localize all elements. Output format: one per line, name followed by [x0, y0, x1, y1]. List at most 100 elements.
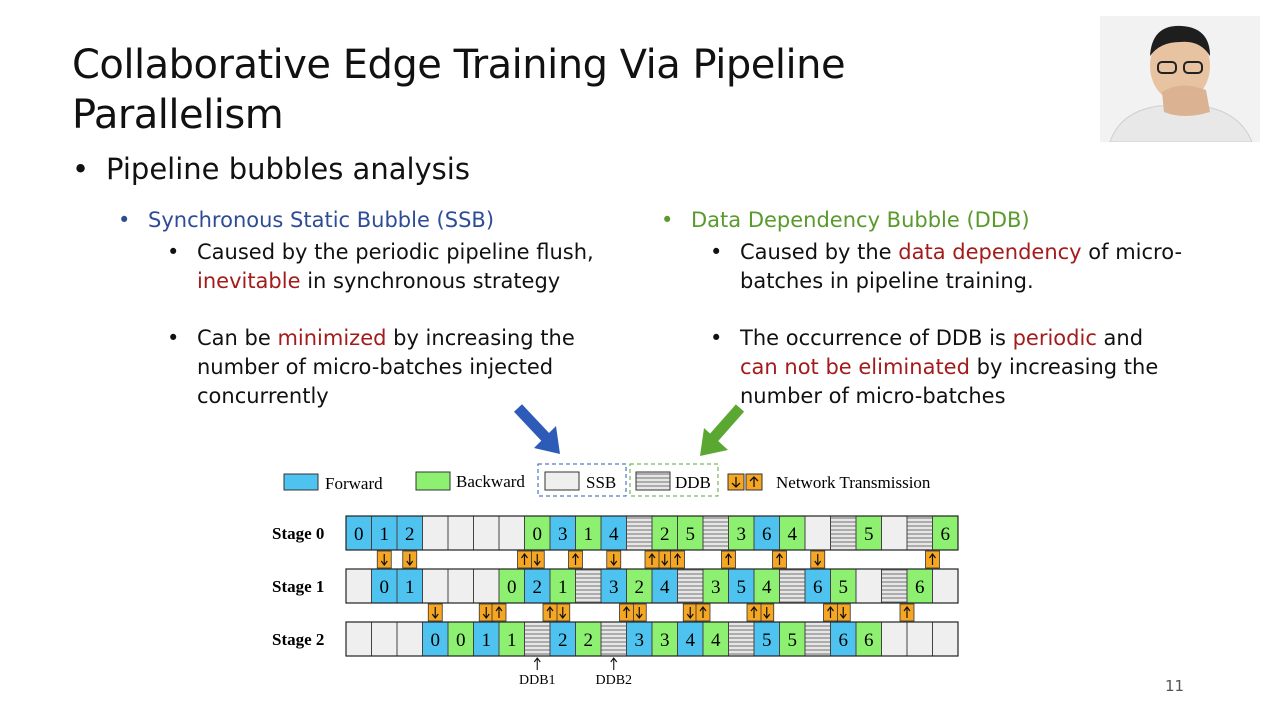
pipeline-cell	[447, 568, 474, 604]
microbatch-label: 4	[609, 524, 619, 545]
bullet-dot: •	[72, 152, 90, 186]
microbatch-label: 5	[864, 524, 874, 545]
legend-forward-label: Forward	[325, 474, 383, 493]
pipeline-cell	[881, 568, 908, 604]
pipeline-cell	[855, 568, 882, 604]
pipeline-cell	[881, 515, 908, 551]
pipeline-cell	[881, 621, 908, 657]
microbatch-label: 6	[762, 524, 772, 545]
pipeline-cell	[447, 515, 474, 551]
microbatch-label: 1	[584, 524, 594, 545]
microbatch-label: 1	[507, 630, 517, 651]
microbatch-label: 4	[788, 524, 798, 545]
legend-transmission-label: Network Transmission	[776, 473, 931, 492]
transmission-marker	[529, 550, 545, 569]
ssb-item-2: • Can be minimized by increasing the num…	[167, 326, 575, 408]
pipeline-cell	[345, 621, 372, 657]
ssb-heading-text: Synchronous Static Bubble (SSB)	[148, 208, 495, 232]
transmission-marker	[568, 550, 583, 569]
transmission-marker	[670, 550, 685, 569]
microbatch-label: 4	[762, 577, 772, 598]
main-bullet-text: Pipeline bubbles analysis	[106, 152, 470, 186]
microbatch-label: 0	[533, 524, 543, 545]
transmission-marker	[427, 603, 443, 622]
transmission-marker	[810, 550, 826, 569]
legend-ddb-box	[629, 463, 719, 497]
transmission-marker	[835, 603, 851, 622]
page-number: 11	[1165, 677, 1185, 695]
blue-arrow-icon	[513, 404, 560, 454]
ddb-marker-label: DDB2	[595, 673, 632, 688]
ddb-marker: DDB1	[519, 657, 556, 688]
ddb-heading-text: Data Dependency Bubble (DDB)	[691, 208, 1030, 232]
microbatch-label: 4	[711, 630, 721, 651]
pipeline-cell	[728, 621, 755, 657]
microbatch-label: 6	[839, 630, 849, 651]
microbatch-label: 0	[507, 577, 517, 598]
pipeline-cell	[906, 515, 933, 551]
pipeline-cell	[906, 621, 933, 657]
pipeline-cell	[779, 568, 806, 604]
transmission-marker	[721, 550, 736, 569]
legend-ddb-label: DDB	[675, 473, 711, 492]
transmission-marker	[619, 603, 634, 622]
transmission-marker	[517, 550, 532, 569]
microbatch-label: 0	[354, 524, 364, 545]
microbatch-label: 5	[686, 524, 696, 545]
microbatch-label: 6	[941, 524, 951, 545]
legend-backward-swatch	[415, 471, 451, 491]
microbatch-label: 3	[609, 577, 619, 598]
pipeline-cell	[702, 515, 729, 551]
pipeline-cell	[600, 621, 627, 657]
stage-outline	[345, 515, 959, 551]
microbatch-label: 0	[431, 630, 441, 651]
microbatch-label: 6	[915, 577, 925, 598]
pipeline-cell	[855, 621, 882, 657]
ssb-item-1: • Caused by the periodic pipeline flush,…	[167, 240, 594, 293]
transmission-marker	[682, 603, 698, 622]
stage-label: Stage 0	[272, 524, 324, 543]
legend-ssb-box	[537, 463, 627, 497]
transmission-marker	[772, 550, 787, 569]
microbatch-label: 4	[686, 630, 696, 651]
pipeline-diagram: Forward Backward SSB DDB Network Transmi…	[272, 463, 959, 688]
pipeline-cell	[371, 621, 398, 657]
main-bullet: • Pipeline bubbles analysis	[72, 152, 470, 186]
microbatch-label: 2	[558, 630, 568, 651]
microbatch-label: 2	[405, 524, 415, 545]
title-line-1: Collaborative Edge Training Via Pipeline	[72, 42, 846, 88]
transmission-marker	[925, 550, 940, 569]
microbatch-label: 1	[405, 577, 415, 598]
pipeline-cell	[600, 515, 627, 551]
stage-label: Stage 2	[272, 630, 324, 649]
pipeline-cell	[575, 568, 602, 604]
ddb-marker-label: DDB1	[519, 673, 556, 688]
pipeline-cell	[932, 568, 959, 604]
pipeline-cell	[804, 621, 831, 657]
transmission-marker	[402, 550, 418, 569]
transmission-marker	[542, 603, 558, 622]
transmission-marker	[644, 550, 660, 569]
pipeline-cell	[524, 621, 551, 657]
pipeline-cell	[753, 515, 780, 551]
microbatch-label: 3	[635, 630, 645, 651]
pipeline-cell	[626, 515, 653, 551]
legend-ssb-label: SSB	[586, 473, 616, 492]
transmission-marker	[899, 603, 915, 622]
pipeline-cell	[804, 515, 831, 551]
transmission-marker	[555, 603, 571, 622]
legend-backward-label: Backward	[456, 472, 525, 491]
pipeline-cell	[728, 515, 755, 551]
transmission-marker	[631, 603, 647, 622]
ddb-marker: DDB2	[595, 657, 632, 688]
stage-outline	[345, 568, 959, 604]
transmission-marker	[606, 550, 622, 569]
microbatch-label: 2	[533, 577, 543, 598]
stage-outline	[345, 621, 959, 657]
pipeline-cell	[473, 515, 500, 551]
pipeline-cell	[677, 621, 704, 657]
legend-transmission-swatch	[727, 473, 763, 491]
